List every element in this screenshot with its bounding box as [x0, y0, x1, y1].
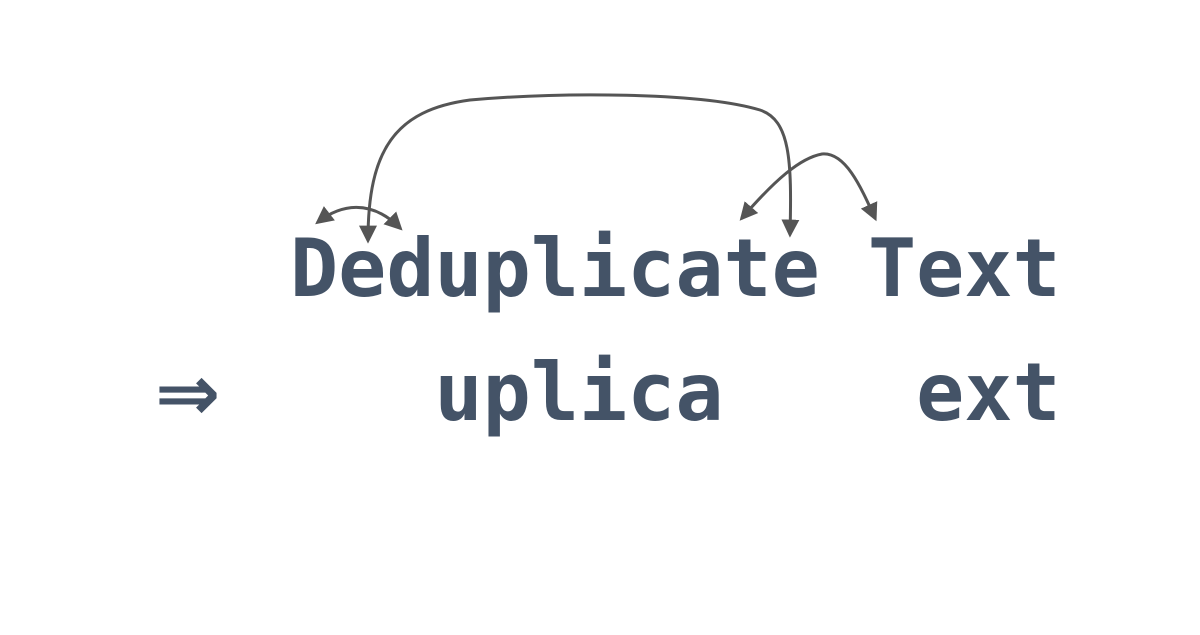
connector-arrows	[315, 93, 878, 244]
source-text: Deduplicate Text	[290, 222, 1061, 315]
implies-symbol: ⇒	[155, 349, 220, 439]
result-text: uplica ext	[290, 346, 1061, 439]
small-double-arrow-right	[739, 152, 878, 222]
large-arc-arrow	[359, 93, 800, 244]
